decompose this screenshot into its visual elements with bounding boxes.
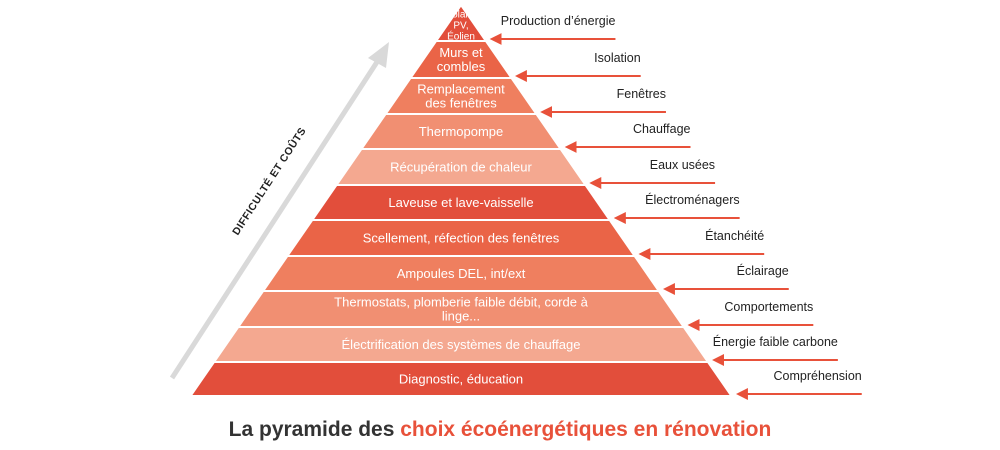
tier-label-line: Éolien: [447, 30, 475, 43]
tier-label-line: Ampoules DEL, int/ext: [397, 266, 526, 281]
tier-label-line: Diagnostic, éducation: [399, 372, 523, 387]
category-label: Énergie faible carbone: [713, 334, 838, 349]
title-prefix: La pyramide des: [228, 418, 395, 441]
category-label: Compréhension: [773, 369, 861, 383]
category-labels: Production d’énergieIsolationFenêtresCha…: [489, 14, 862, 400]
category-label: Chauffage: [633, 122, 691, 136]
category-label: Production d’énergie: [501, 14, 616, 28]
axis-arrow-head: [368, 42, 389, 68]
tier-label-line: combles: [437, 59, 486, 74]
tier-label: Thermostats, plomberie faible débit, cor…: [334, 295, 588, 324]
category-label: Comportements: [724, 300, 813, 314]
tier-label: Diagnostic, éducation: [399, 372, 523, 387]
tier-label-line: Solaire: [445, 10, 477, 21]
tier-label-line: Scellement, réfection des fenêtres: [363, 231, 560, 246]
tier-label: Laveuse et lave-vaisselle: [388, 195, 533, 210]
tier-label-line: Électrification des systèmes de chauffag…: [342, 337, 581, 352]
tier-label-line: Thermopompe: [419, 124, 504, 139]
category-label: Fenêtres: [617, 87, 666, 101]
tier-label-line: PV,: [453, 21, 468, 32]
category-label: Électroménagers: [645, 192, 740, 207]
category-label: Éclairage: [737, 263, 789, 278]
tier-label-line: des fenêtres: [425, 96, 497, 111]
category-label: Isolation: [594, 51, 641, 65]
tier-label: Ampoules DEL, int/ext: [397, 266, 526, 281]
tier-label: Électrification des systèmes de chauffag…: [342, 337, 581, 352]
tier-label-line: Remplacement: [417, 82, 505, 97]
tier-label-line: Laveuse et lave-vaisselle: [388, 195, 533, 210]
pyramid-tier: [188, 361, 734, 397]
tier-label: Récupération de chaleur: [390, 160, 532, 175]
tier-label-line: Murs et: [439, 45, 483, 60]
axis-arrow-shaft: [169, 60, 380, 380]
tier-label: Thermopompe: [419, 124, 504, 139]
tier-label-line: Récupération de chaleur: [390, 160, 532, 175]
title-highlight: choix écoénergétiques en rénovation: [400, 418, 772, 441]
tier-label-line: Thermostats, plomberie faible débit, cor…: [334, 295, 588, 310]
tier-label-line: linge...: [442, 309, 480, 324]
category-label: Eaux usées: [650, 158, 715, 172]
page-title: La pyramide des choix écoénergétiques en…: [0, 418, 1000, 442]
category-label: Étanchéité: [705, 228, 764, 243]
tier-label: Scellement, réfection des fenêtres: [363, 231, 560, 246]
